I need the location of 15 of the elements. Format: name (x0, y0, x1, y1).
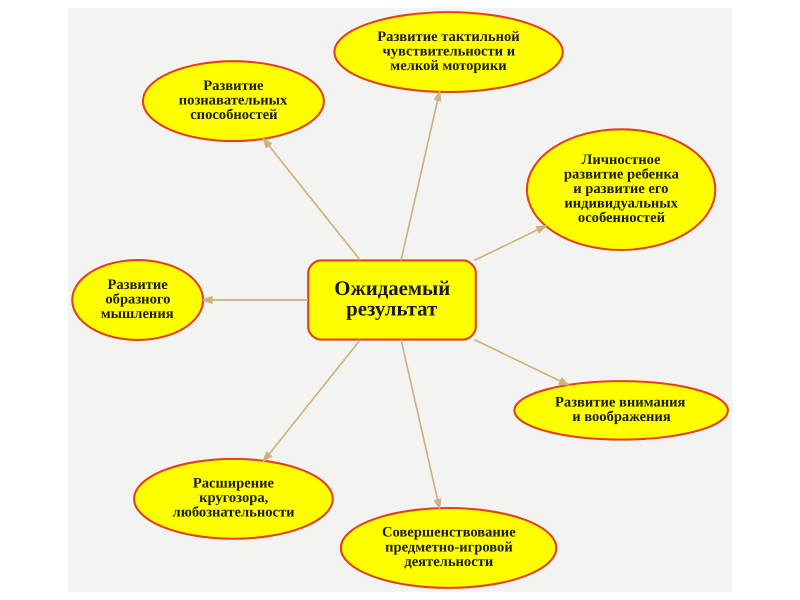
arrow (262, 136, 361, 261)
node-ellipse: Развитие познавательных способностей (142, 60, 325, 142)
node-box: Ожидаемый результат (307, 259, 477, 341)
node-ellipse: Расширение кругозора, любознательности (133, 458, 334, 540)
arrow (474, 224, 548, 262)
arrow (474, 338, 570, 386)
node-ellipse: Развитие внимания и воображения (513, 380, 729, 441)
node-ellipse: Развитие образного мышления (71, 259, 204, 341)
arrow (200, 296, 308, 304)
arrow (262, 339, 361, 463)
node-ellipse: Развитие тактильной чувствительности и мелкой моторики (333, 11, 564, 94)
node-ellipse: Личностное развитие ребенка и развитие его индивидуальных особенностей (526, 128, 716, 252)
arrow (400, 89, 442, 261)
node-ellipse: Совершенствование предметно-игровой деятельности (340, 506, 558, 589)
arrow (400, 339, 442, 511)
